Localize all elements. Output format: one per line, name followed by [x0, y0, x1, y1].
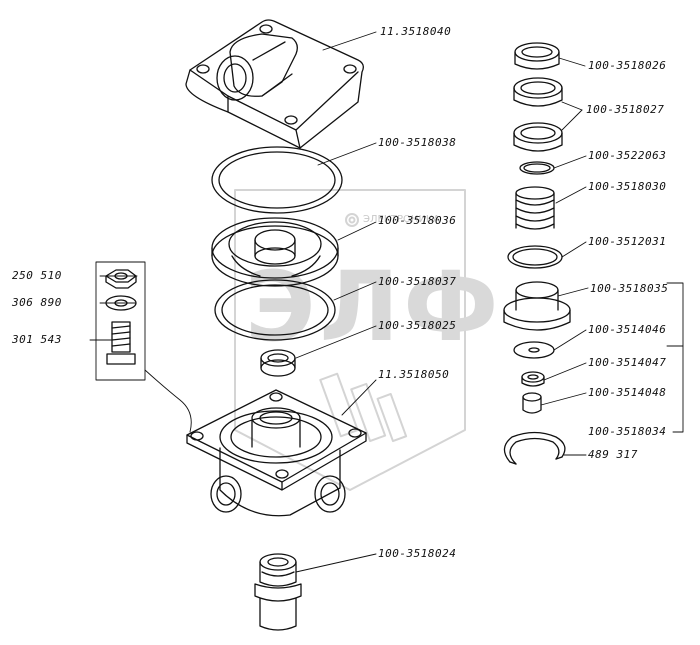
label-nut[interactable]: 250 510 [12, 269, 62, 282]
label-small-bushing[interactable]: 100-3518025 [378, 319, 457, 332]
watermark-logo [234, 189, 466, 491]
label-snap-ring[interactable]: 489 317 [588, 448, 638, 461]
cap-part[interactable] [514, 42, 560, 70]
spring-part[interactable] [515, 186, 555, 230]
pin-part[interactable] [522, 392, 542, 414]
snap-ring-part[interactable] [503, 431, 566, 465]
label-small-nut[interactable]: 100-3514047 [588, 356, 667, 369]
label-ring-seal[interactable]: 100-3518037 [378, 275, 457, 288]
disc-part[interactable] [513, 341, 555, 359]
lower-body-part[interactable] [186, 389, 367, 517]
small-oring-part[interactable] [519, 161, 555, 175]
label-cap[interactable]: 100-3518026 [588, 59, 667, 72]
label-disc[interactable]: 100-3514046 [588, 323, 667, 336]
label-pin[interactable]: 100-3514048 [588, 386, 667, 399]
label-sleeve[interactable]: 100-3518027 [586, 103, 665, 116]
label-bolt[interactable]: 301 543 [12, 333, 62, 346]
bolt-part[interactable] [106, 321, 136, 365]
bottom-fitting-part[interactable] [254, 553, 302, 631]
sleeve-part[interactable] [513, 77, 563, 152]
label-spring[interactable]: 100-3518030 [588, 180, 667, 193]
label-small-oring[interactable]: 100-3522063 [588, 149, 667, 162]
small-nut-part[interactable] [521, 371, 545, 387]
label-washer[interactable]: 306 890 [12, 296, 62, 309]
label-diaphragm[interactable]: 100-3518036 [378, 214, 457, 227]
valve-body-part[interactable] [503, 281, 571, 331]
label-valve-body[interactable]: 100-3518035 [590, 282, 669, 295]
diaphragm-part[interactable] [211, 217, 339, 287]
top-gasket-part[interactable] [211, 146, 343, 214]
ring-seal-part[interactable] [214, 279, 336, 341]
leader-lines [89, 31, 684, 573]
label-top-cover[interactable]: 11.3518040 [380, 25, 452, 38]
watermark-caption: ЭЛЕКТРОНИКА [363, 214, 440, 225]
label-bottom-fitting[interactable]: 100-3518024 [378, 547, 457, 560]
nut-part[interactable] [105, 269, 137, 289]
label-top-gasket[interactable]: 100-3518038 [378, 136, 457, 149]
small-bushing-part[interactable] [260, 349, 296, 377]
label-lower-body[interactable]: 11.3518050 [378, 368, 450, 381]
label-large-oring[interactable]: 100-3512031 [588, 235, 667, 248]
top-cover-part[interactable] [185, 19, 364, 149]
label-assembly[interactable]: 100-3518034 [588, 425, 667, 438]
watermark-logo-text: ЭЛФ [245, 251, 502, 363]
large-oring-part[interactable] [507, 245, 563, 269]
